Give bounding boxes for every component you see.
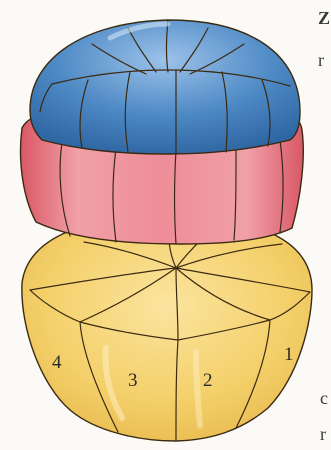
blue-tier-body [30,20,300,154]
edge-text-top-partial: r [318,50,324,70]
segment-label-3: 3 [128,370,138,391]
segment-label-4: 4 [52,352,62,373]
yellow-base-tier [22,216,312,441]
segment-label-1: 1 [284,344,294,365]
segment-label-2: 2 [203,370,213,391]
edge-letter-top: Z [318,8,330,28]
edge-text-bottom-partial-2: r [320,424,326,444]
blue-tier [30,20,300,154]
edge-text-bottom-partial-1: c [320,388,328,408]
yellow-base-body [22,216,312,441]
